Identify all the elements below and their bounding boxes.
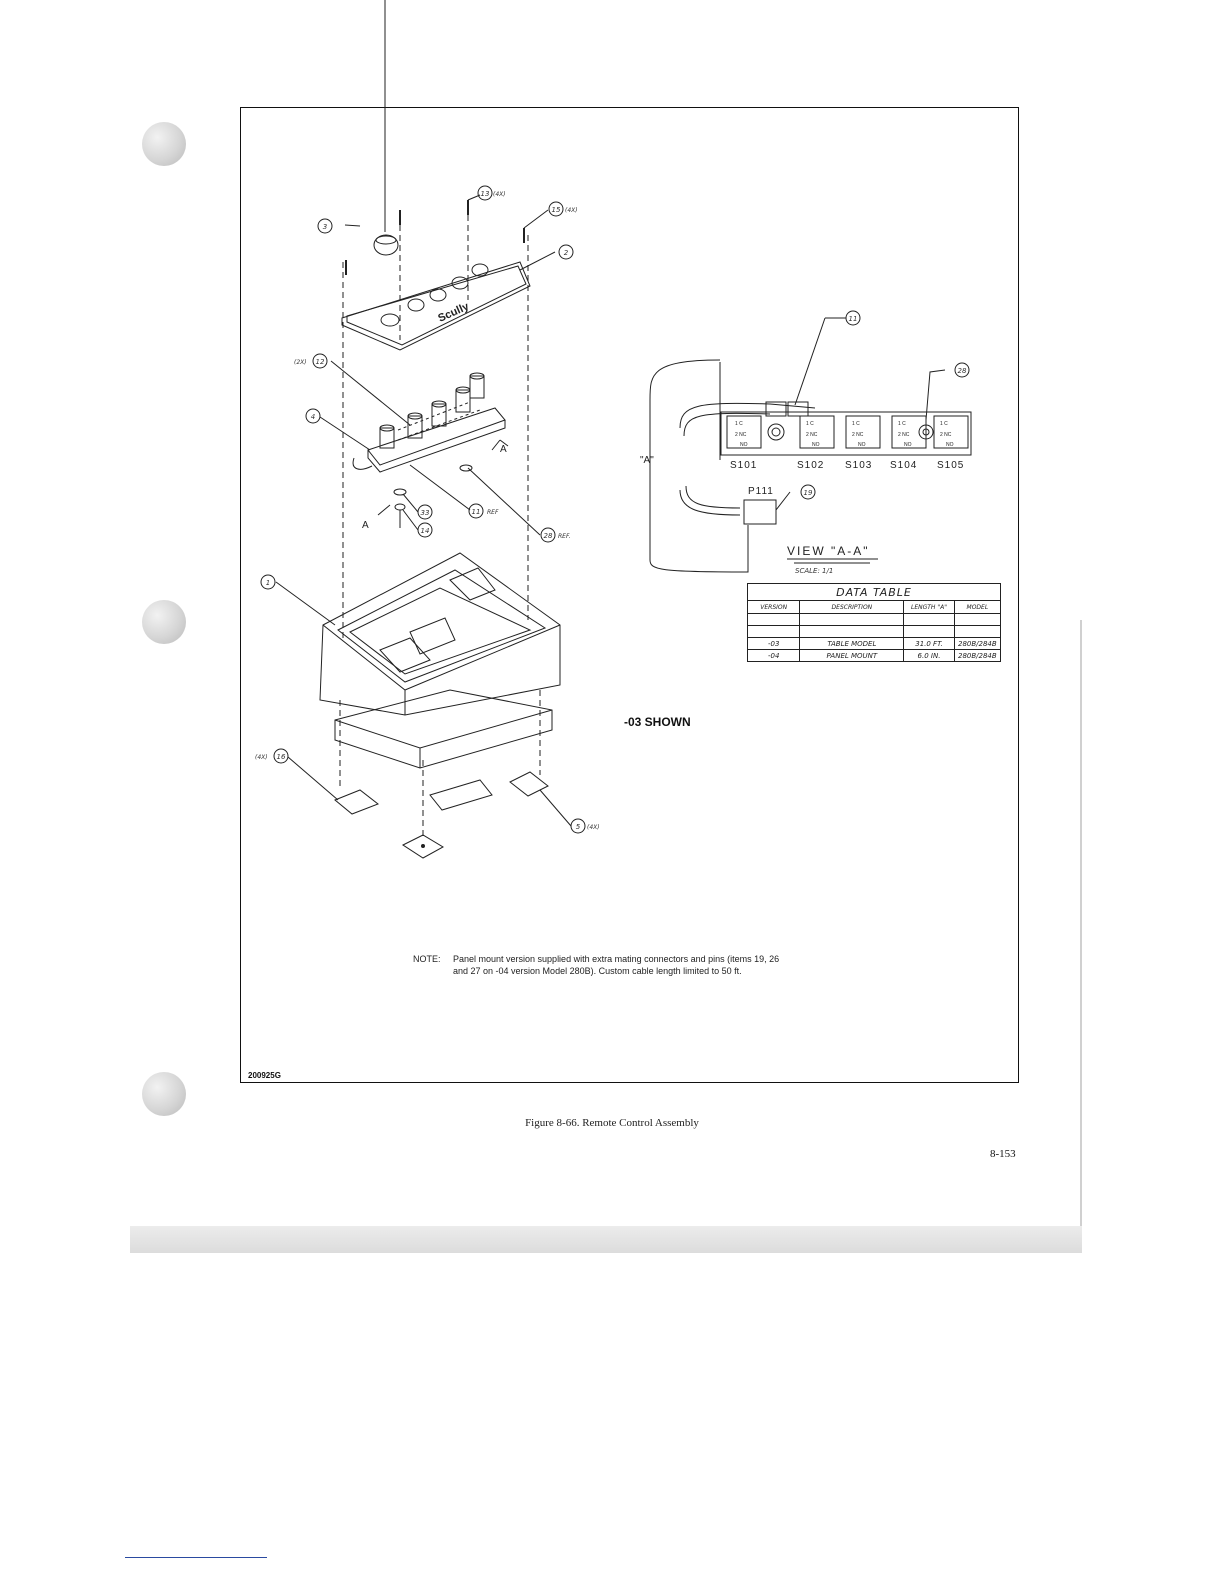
binder-hole-top: [142, 122, 186, 166]
s101-terminal-3: NO: [740, 442, 748, 448]
table-row-blank: [746, 625, 1002, 638]
drawing-frame: [240, 107, 1019, 1083]
callout-11-ref: REF: [487, 509, 499, 516]
data-table: DATA TABLE VERSION DESCRIPTION LENGTH "A…: [746, 583, 1002, 662]
callout-15: 15: [552, 206, 561, 214]
header-version: VERSION: [746, 600, 801, 614]
s103-terminal-3: NO: [858, 442, 866, 448]
callout-3: 3: [323, 223, 327, 231]
switch-s104: S104: [890, 460, 917, 471]
callout-1: 1: [266, 579, 270, 587]
callout-16-qty: (4X): [255, 754, 268, 761]
binder-hole-bottom: [142, 1072, 186, 1116]
s103-terminal-1: 1 C: [852, 421, 860, 427]
s105-terminal-1: 1 C: [940, 421, 948, 427]
view-callout-19: 19: [804, 489, 813, 497]
data-table-title: DATA TABLE: [747, 583, 1001, 601]
s103-terminal-2: 2 NC: [852, 432, 864, 438]
s101-terminal-1: 1 C: [735, 421, 743, 427]
switch-s102: S102: [797, 460, 824, 471]
callout-11: 11: [472, 508, 481, 516]
note-text: Panel mount version supplied with extra …: [453, 954, 780, 976]
callout-28-ref: REF.: [558, 533, 571, 540]
header-description: DESCRIPTION: [799, 600, 905, 614]
s104-terminal-2: 2 NC: [898, 432, 910, 438]
table-row-blank: [746, 613, 1002, 626]
figure-caption: Figure 8-66. Remote Control Assembly: [525, 1117, 699, 1129]
view-callout-11: 11: [849, 315, 858, 323]
callout-13: 13: [481, 190, 490, 198]
s102-terminal-3: NO: [812, 442, 820, 448]
connector-label: P111: [748, 486, 774, 497]
binder-hole-middle: [142, 600, 186, 644]
view-title: VIEW "A-A": [787, 544, 870, 558]
s105-terminal-3: NO: [946, 442, 954, 448]
scan-shadow-band: [130, 1226, 1082, 1253]
callout-15-qty: (4X): [565, 207, 578, 214]
page-number: 8-153: [990, 1148, 1016, 1160]
table-row: -04 PANEL MOUNT 6.0 IN. 280B/284B: [746, 649, 1002, 662]
callout-13-qty: (4X): [493, 191, 506, 198]
dimension-a: "A": [640, 455, 654, 466]
table-row: -03 TABLE MODEL 31.0 FT. 280B/284B: [746, 637, 1002, 650]
callout-14: 14: [421, 527, 430, 535]
callout-5-qty: (4X): [587, 824, 600, 831]
drawing-number: 200925G: [248, 1071, 281, 1080]
header-model: MODEL: [953, 600, 1002, 614]
footnote-rule: [125, 1557, 267, 1558]
view-scale: SCALE: 1/1: [795, 567, 833, 575]
panel-brand: Scully: [436, 300, 471, 325]
callout-2: 2: [564, 249, 569, 257]
switch-s101: S101: [730, 460, 757, 471]
scan-edge: [1080, 620, 1082, 1253]
callout-28: 28: [544, 532, 553, 540]
callout-12-qty: (2X): [294, 359, 307, 366]
callout-5: 5: [576, 823, 581, 831]
view-callout-28: 28: [958, 367, 967, 375]
s101-terminal-2: 2 NC: [735, 432, 747, 438]
switch-s105: S105: [937, 460, 964, 471]
header-length: LENGTH "A": [903, 600, 955, 614]
note-label: NOTE:: [413, 954, 441, 964]
switch-s103: S103: [845, 460, 872, 471]
callout-33: 33: [421, 509, 430, 517]
callout-4: 4: [311, 413, 315, 421]
callout-12: 12: [316, 358, 325, 366]
s102-terminal-2: 2 NC: [806, 432, 818, 438]
version-shown-label: -03 SHOWN: [624, 715, 691, 729]
s105-terminal-2: 2 NC: [940, 432, 952, 438]
s104-terminal-3: NO: [904, 442, 912, 448]
section-a-left: A: [362, 520, 369, 531]
callout-16: 16: [277, 753, 286, 761]
s102-terminal-1: 1 C: [806, 421, 814, 427]
section-a-right: A: [500, 444, 507, 455]
s104-terminal-1: 1 C: [898, 421, 906, 427]
